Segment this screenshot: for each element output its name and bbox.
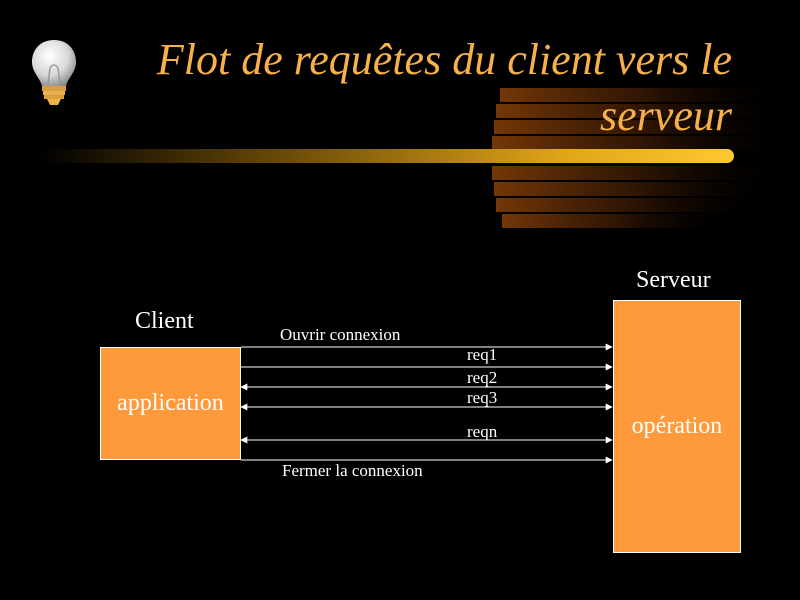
client-label: Client — [135, 308, 194, 334]
message-label-reqn: reqn — [467, 422, 498, 441]
server-operation-box: opération — [613, 300, 741, 553]
client-box-text: application — [117, 390, 224, 416]
message-label-close: Fermer la connexion — [282, 461, 423, 480]
lightbulb-icon — [32, 40, 76, 105]
message-label-req1: req1 — [467, 345, 498, 364]
gold-bar — [40, 149, 734, 163]
server-label: Serveur — [636, 267, 711, 293]
slide-title: Flot de requêtes du client vers le serve… — [156, 35, 732, 140]
message-label-req2: req2 — [467, 368, 498, 387]
message-label-open: Ouvrir connexion — [280, 325, 401, 344]
orange-glow-streaks — [492, 88, 799, 228]
message-label-req3: req3 — [467, 388, 498, 407]
server-box-text: opération — [631, 413, 723, 439]
